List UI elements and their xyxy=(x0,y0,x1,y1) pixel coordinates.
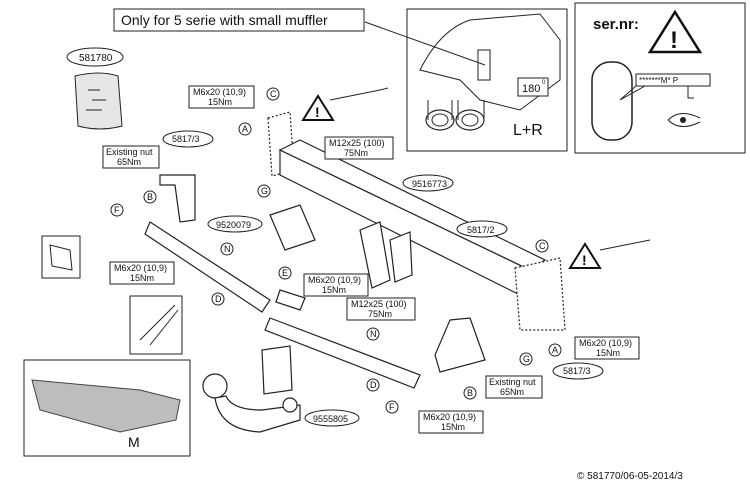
right-bracket-shape xyxy=(434,317,486,373)
spec-mid-bottom: M12x25 (100) 75Nm xyxy=(346,297,416,321)
warning-icon xyxy=(647,9,703,54)
spec-right-nut: Existing nut 65Nm xyxy=(485,375,543,399)
svg-text:9520079: 9520079 xyxy=(216,220,251,230)
svg-text:D: D xyxy=(370,380,377,390)
svg-text:M12x25 (100): M12x25 (100) xyxy=(351,299,407,309)
header-note: Only for 5 serie with small muffler xyxy=(113,8,365,32)
left-bracket-shape xyxy=(159,174,196,223)
svg-text:M6x20 (10,9): M6x20 (10,9) xyxy=(114,263,167,273)
right-warning: ! C xyxy=(535,239,651,269)
spec-mid-top: M12x25 (100) 75Nm xyxy=(324,136,394,160)
spec-f-bottom: M6x20 (10,9) 15Nm xyxy=(418,410,484,434)
spec-f-left: M6x20 (10,9) 15Nm xyxy=(109,261,175,285)
svg-text:9516773: 9516773 xyxy=(412,179,447,189)
svg-text:75Nm: 75Nm xyxy=(368,309,392,319)
inset-bumper-detail: M xyxy=(23,359,191,457)
spec-a-top: M6x20 (10,9) 15Nm xyxy=(188,85,255,109)
part-ball: 9555805 xyxy=(304,409,360,427)
crossbar xyxy=(278,139,566,331)
letter-markers: A G B F N E D N D G A B F xyxy=(110,122,562,414)
svg-text:Existing nut: Existing nut xyxy=(106,147,153,157)
svg-text:E: E xyxy=(282,268,288,278)
part-left-bracket: 5817/3 xyxy=(162,130,214,148)
svg-text:M6x20 (10,9): M6x20 (10,9) xyxy=(423,412,476,422)
svg-text:M6x20 (10,9): M6x20 (10,9) xyxy=(308,275,361,285)
warning-icon xyxy=(301,94,335,121)
part-right-side: 5817/2 xyxy=(456,220,508,238)
svg-text:15Nm: 15Nm xyxy=(208,97,232,107)
right-bar xyxy=(264,317,421,389)
svg-text:!: ! xyxy=(315,104,320,120)
svg-text:B: B xyxy=(467,388,473,398)
svg-text:15Nm: 15Nm xyxy=(596,348,620,358)
svg-text:F: F xyxy=(389,402,395,412)
inset-label: M xyxy=(128,434,140,450)
rotation-angle: 180 xyxy=(522,83,540,95)
svg-text:M6x20 (10,9): M6x20 (10,9) xyxy=(579,338,632,348)
serial-title: ser.nr: xyxy=(593,16,639,33)
part-crossbar: 9516773 xyxy=(402,174,454,192)
left-bar xyxy=(144,221,271,313)
svg-text:A: A xyxy=(242,124,248,134)
svg-text:65Nm: 65Nm xyxy=(117,157,141,167)
svg-text:9555805: 9555805 xyxy=(313,414,348,424)
serial-number-panel: ser.nr: ! *******M* P xyxy=(574,2,746,154)
copyright: © 581770/06-05-2014/3 xyxy=(577,471,683,482)
tow-ball xyxy=(202,345,301,433)
svg-text:C: C xyxy=(270,89,277,99)
svg-text:N: N xyxy=(224,244,231,254)
svg-text:A: A xyxy=(552,345,558,355)
spec-a-right: M6x20 (10,9) 15Nm xyxy=(574,336,640,360)
kit-part-number: 581780 xyxy=(79,53,113,64)
center-bracket-shape xyxy=(269,204,316,251)
svg-text:G: G xyxy=(261,186,268,196)
svg-text:15Nm: 15Nm xyxy=(130,273,154,283)
exhaust-detail-view: 180 0 L+R xyxy=(364,8,568,152)
svg-text:D: D xyxy=(215,294,222,304)
svg-text:5817/2: 5817/2 xyxy=(467,225,495,235)
rivet-tool-detail xyxy=(41,235,183,355)
eye-icon xyxy=(667,113,701,127)
svg-text:F: F xyxy=(114,205,120,215)
svg-text:15Nm: 15Nm xyxy=(441,422,465,432)
part-e-plate xyxy=(275,289,306,311)
header-note-text: Only for 5 serie with small muffler xyxy=(121,12,328,28)
svg-text:!: ! xyxy=(670,27,678,54)
svg-text:Existing nut: Existing nut xyxy=(489,377,536,387)
warning-icon xyxy=(568,242,602,269)
rotation-angle-unit: 0 xyxy=(542,80,546,86)
svg-text:C: C xyxy=(539,241,546,251)
svg-text:M12x25 (100): M12x25 (100) xyxy=(329,138,385,148)
svg-text:65Nm: 65Nm xyxy=(500,387,524,397)
part-right-bracket: 5817/3 xyxy=(552,362,604,380)
svg-text:5817/3: 5817/3 xyxy=(172,134,200,144)
svg-text:15Nm: 15Nm xyxy=(322,285,346,295)
svg-text:5817/3: 5817/3 xyxy=(563,366,591,376)
spec-center: M6x20 (10,9) 15Nm xyxy=(303,273,369,297)
svg-text:!: ! xyxy=(582,252,587,268)
side-label: L+R xyxy=(513,122,543,139)
svg-text:M6x20 (10,9): M6x20 (10,9) xyxy=(193,87,246,97)
svg-text:N: N xyxy=(370,329,377,339)
spec-left-nut: Existing nut 65Nm xyxy=(102,145,160,169)
part-center-bracket: 9520079 xyxy=(207,215,263,233)
svg-text:B: B xyxy=(147,192,153,202)
svg-text:G: G xyxy=(523,354,530,364)
svg-text:75Nm: 75Nm xyxy=(344,148,368,158)
kit-bag: 581780 xyxy=(66,47,124,130)
serial-code: *******M* P xyxy=(639,76,678,85)
